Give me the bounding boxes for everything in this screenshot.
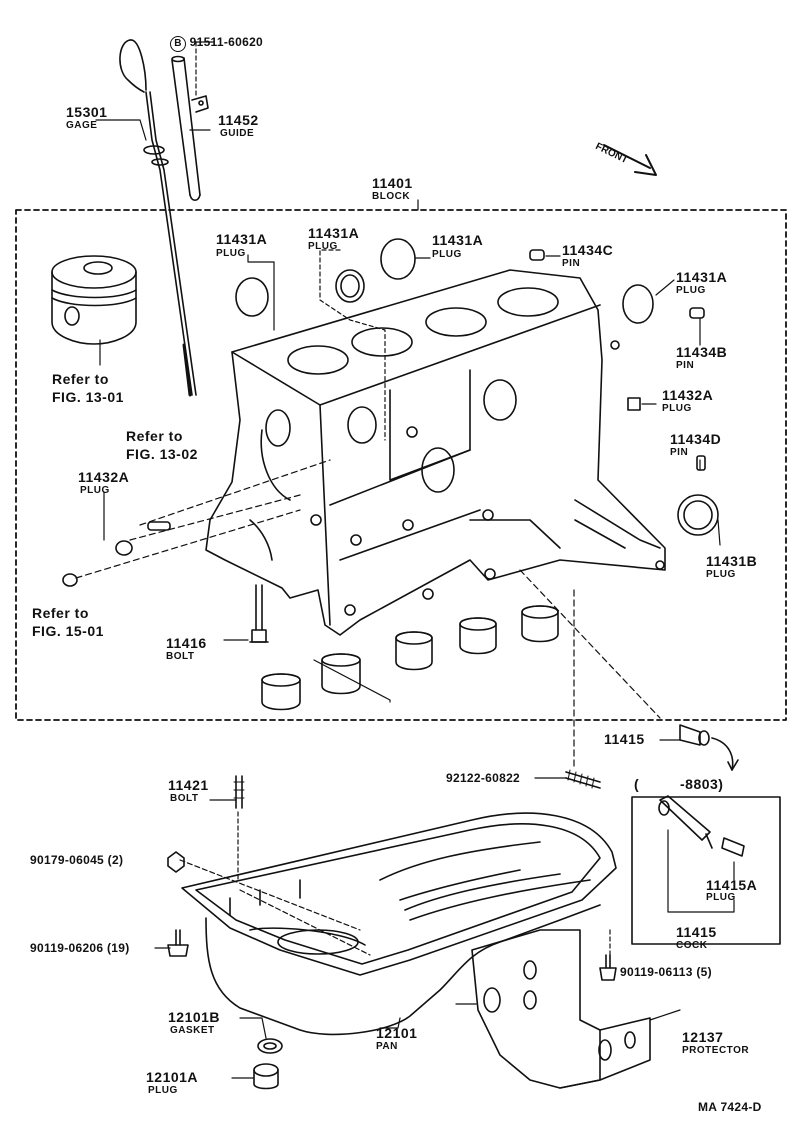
pin-d-caption: PIN (670, 447, 689, 458)
pin-b-caption: PIN (676, 360, 695, 371)
pan-plug-number: 12101A (146, 1069, 199, 1085)
ref-13-02-line2: FIG. 13-02 (126, 446, 198, 462)
gasket-caption: GASKET (170, 1025, 215, 1036)
block-caption: BLOCK (372, 191, 411, 202)
part-90179-number: 90179-06045 (2) (30, 853, 124, 867)
stud-number: 92122-60822 (446, 771, 521, 785)
cock-number: 11415 (676, 924, 717, 940)
plug-15a-caption: PLUG (706, 892, 736, 903)
pin-b-number: 11434B (676, 344, 728, 360)
oil-pan-icon (181, 812, 617, 1036)
plug1-caption: PLUG (216, 248, 246, 259)
plug2-caption: PLUG (308, 241, 338, 252)
range-open: ( (634, 776, 640, 792)
part-90119a-number: 90119-06206 (19) (30, 941, 130, 955)
gage-number: 15301 (66, 104, 108, 120)
gage-caption: GAGE (66, 120, 98, 131)
ref-13-01-line2: FIG. 13-01 (52, 389, 124, 405)
plug-b-number: 11431B (706, 553, 758, 569)
drain-plug-icon (253, 1063, 279, 1090)
cock-detail-box (631, 795, 781, 945)
ref-15-01-line2: FIG. 15-01 (32, 623, 104, 639)
main-bearing-icons (261, 605, 559, 711)
ref-15-01-line1: Refer to (32, 605, 89, 621)
bolt-11421-caption: BOLT (170, 793, 199, 804)
plug3-caption: PLUG (432, 249, 462, 260)
guide-number: 11452 (218, 112, 259, 128)
diagram-code: MA 7424-D (698, 1100, 762, 1114)
ref-13-01-line1: Refer to (52, 371, 109, 387)
gasket-number: 12101B (168, 1009, 221, 1025)
block-number: 11401 (372, 175, 413, 191)
plug-2a-right-number: 11432A (662, 387, 714, 403)
part-90119b-number: 90119-06113 (5) (620, 965, 712, 979)
oil-level-gage-icon (119, 39, 197, 397)
drain-cock-icon (679, 724, 739, 771)
protector-icon (471, 929, 651, 1089)
plug-2a-left-caption: PLUG (80, 485, 110, 496)
plug-15a-number: 11415A (706, 877, 758, 893)
range-close: -8803) (680, 776, 724, 792)
block-boundary-frame (15, 209, 787, 721)
bolt-11416-number: 11416 (166, 635, 207, 651)
bolt-11416-caption: BOLT (166, 651, 195, 662)
pan-plug-caption: PLUG (148, 1085, 178, 1096)
ref-13-02-line1: Refer to (126, 428, 183, 444)
cock-caption: COCK (676, 940, 708, 951)
expansion-plug-icons (62, 238, 719, 587)
guide-caption: GUIDE (220, 128, 255, 139)
plug4-number: 11431A (676, 269, 728, 285)
plug2-number: 11431A (308, 225, 360, 241)
protector-caption: PROTECTOR (682, 1045, 750, 1056)
plug1-number: 11431A (216, 231, 268, 247)
piston-icon (51, 255, 137, 366)
pan-caption: PAN (376, 1041, 398, 1052)
bolt-b-number: 91511-60620 (189, 35, 264, 49)
gage-guide-icon (171, 41, 215, 202)
pan-number: 12101 (376, 1025, 418, 1041)
bolt-11421-number: 11421 (168, 777, 209, 793)
bolt-11421-icon (233, 775, 245, 809)
drain-gasket-icon (257, 1038, 283, 1054)
stud-bolt-icon (565, 769, 601, 789)
cylinder-block-icon (205, 269, 666, 636)
pin-c-number: 11434C (562, 242, 614, 258)
front-direction-arrow-icon (603, 144, 657, 176)
bolt-11416-icon (249, 584, 269, 643)
plug3-number: 11431A (432, 232, 484, 248)
pan-bolt-icons (167, 851, 617, 981)
protector-number: 12137 (682, 1029, 724, 1045)
plug-b-caption: PLUG (706, 569, 736, 580)
plug-2a-left-number: 11432A (78, 469, 130, 485)
plug-2a-right-caption: PLUG (662, 403, 692, 414)
pin-d-number: 11434D (670, 431, 722, 447)
bolt-b-symbol: B (170, 36, 186, 52)
part-11415-number: 11415 (604, 731, 645, 747)
plug4-caption: PLUG (676, 285, 706, 296)
leader-lines (75, 119, 721, 1079)
bolt-b-label: B 91511-60620 (170, 36, 263, 52)
pin-c-caption: PIN (562, 258, 581, 269)
